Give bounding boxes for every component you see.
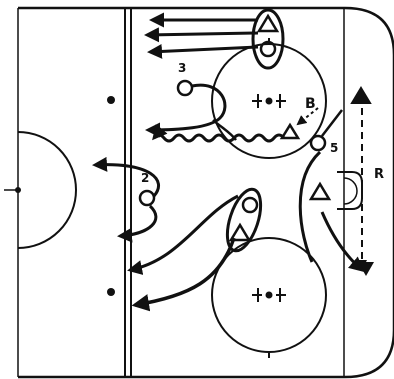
player-2-number: 2	[141, 171, 149, 185]
top-group-circle	[259, 40, 277, 58]
route-b-label: B	[305, 96, 316, 112]
neutral-dot-bottom	[107, 288, 115, 296]
bottom-arrow-2	[131, 237, 236, 312]
rink-boards	[18, 6, 394, 379]
right-sweep-branch	[320, 211, 365, 272]
player-2-back-route	[92, 156, 160, 197]
top-arrow-2	[144, 27, 259, 43]
player-3-route	[145, 83, 227, 138]
neutral-dot-top	[107, 96, 115, 104]
right-sweep-route	[298, 150, 322, 263]
top-faceoff-dot	[265, 97, 273, 105]
bottom-faceoff-dot	[265, 291, 273, 299]
bottom-group-triangle	[228, 222, 252, 242]
filled-triangle-top	[350, 86, 372, 104]
net-side-triangle	[308, 181, 332, 201]
top-faceoff-hashes	[252, 94, 286, 108]
player-3-number: 3	[178, 61, 186, 75]
player-5-link	[321, 109, 343, 137]
player-2-circle	[138, 189, 156, 207]
bottom-arrow-1	[127, 194, 239, 275]
triangle-b-player	[279, 122, 301, 140]
player-5-circle	[309, 134, 327, 152]
wavy-route	[152, 123, 286, 143]
center-faceoff-circle	[17, 131, 77, 249]
b-pass-arrow	[296, 107, 319, 126]
top-arrow-3	[147, 43, 259, 59]
player-2-down-route	[117, 204, 158, 243]
bottom-group-circle	[241, 196, 259, 214]
route-r-label: R	[374, 167, 384, 182]
goal-crease	[343, 177, 358, 205]
player-3-circle	[176, 79, 194, 97]
goal-net	[337, 171, 363, 210]
player-5-number: 5	[330, 141, 338, 155]
bottom-group-oval	[225, 187, 263, 253]
bottom-faceoff-hashes	[252, 288, 286, 302]
top-group-oval	[251, 8, 285, 70]
top-group-triangle	[256, 13, 280, 33]
